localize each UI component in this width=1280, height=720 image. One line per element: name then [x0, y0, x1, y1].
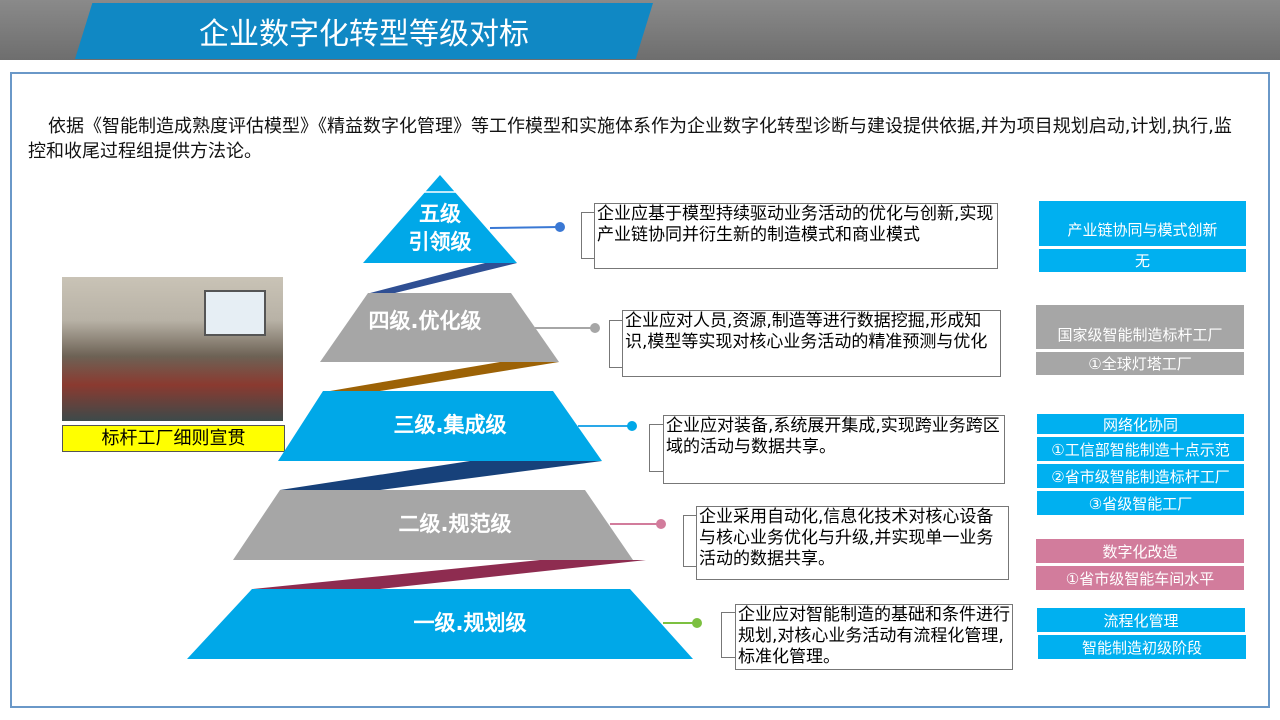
level-4-bracket [609, 320, 623, 368]
level-1-shape [187, 589, 693, 659]
photo-caption: 标杆工厂细则宣贯 [62, 425, 285, 452]
level-4-tag-item: ①全球灯塔工厂 [1036, 352, 1244, 375]
level-5-name: 引领级 [408, 230, 472, 254]
level-4-dot [590, 323, 600, 333]
level-1-tag-item: 智能制造初级阶段 [1038, 635, 1246, 659]
connector-3-2 [280, 461, 602, 490]
projector-screen [204, 290, 266, 336]
level-5-shape [363, 175, 517, 263]
level-4-label: 四级.优化级 [368, 309, 482, 333]
level-2-label: 二级.规范级 [398, 512, 512, 536]
level-4-description: 企业应对人员,资源,制造等进行数据挖掘,形成知识,模型等实现对核心业务活动的精准… [622, 310, 1001, 377]
level-3-bracket [649, 424, 664, 472]
level-3-label: 三级.集成级 [393, 413, 507, 437]
page-title: 企业数字化转型等级对标 [75, 3, 653, 59]
level-5-description: 企业应基于模型持续驱动业务活动的优化与创新,实现产业链协同并衍生新的制造模式和商… [594, 203, 998, 269]
level-3-shape [278, 391, 602, 461]
level-5-dot [555, 222, 565, 232]
level-1-tag-title: 流程化管理 [1037, 608, 1245, 632]
level-3-tag-item: ②省市级智能制造标杆工厂 [1037, 464, 1244, 488]
level-3-tag-title: 网络化协同 [1037, 414, 1244, 434]
level-3-description: 企业应对装备,系统展开集成,实现跨业务跨区域的活动与数据共享。 [663, 415, 1005, 484]
connector-4-3 [330, 362, 559, 391]
level-2-tag-item: ①省市级智能车间水平 [1036, 566, 1244, 590]
level-1-label: 一级.规划级 [413, 611, 527, 635]
connector-2-1 [253, 560, 646, 589]
level-4-shape [320, 293, 559, 362]
level-1-description: 企业应对智能制造的基础和条件进行规划,对核心业务活动有流程化管理,标准化管理。 [735, 604, 1013, 670]
level-1-dot [692, 618, 702, 628]
level-5-label: 五级 引领级 [380, 200, 500, 256]
level-5-bracket [581, 212, 595, 259]
meeting-photo [62, 277, 283, 421]
level-4-tag-title: 国家级智能制造标杆工厂 [1036, 305, 1244, 349]
connector-5-4 [370, 263, 517, 293]
level-3-tag-item: ③省级智能工厂 [1037, 491, 1244, 515]
level-2-dot [656, 519, 666, 529]
level-2-shape [233, 490, 633, 560]
intro-text: 依据《智能制造成熟度评估模型》《精益数字化管理》等工作模型和实施体系作为企业数字… [28, 116, 1232, 162]
level-3-tag-item: ①工信部智能制造十点示范 [1037, 437, 1244, 461]
level-1-bracket [721, 612, 736, 658]
level-5-tag-item: 无 [1039, 249, 1246, 272]
level-3-dot [627, 421, 637, 431]
level-2-tag-title: 数字化改造 [1036, 539, 1244, 563]
content-panel [10, 72, 1270, 708]
level-5-number: 五级 [419, 202, 461, 226]
level-5-link [489, 226, 561, 229]
level-2-bracket [683, 515, 697, 567]
level-2-description: 企业采用自动化,信息化技术对核心设备与核心业务优化与升级,并实现单一业务活动的数… [696, 506, 1009, 580]
level-5-tag-title: 产业链协同与模式创新 [1039, 201, 1246, 246]
